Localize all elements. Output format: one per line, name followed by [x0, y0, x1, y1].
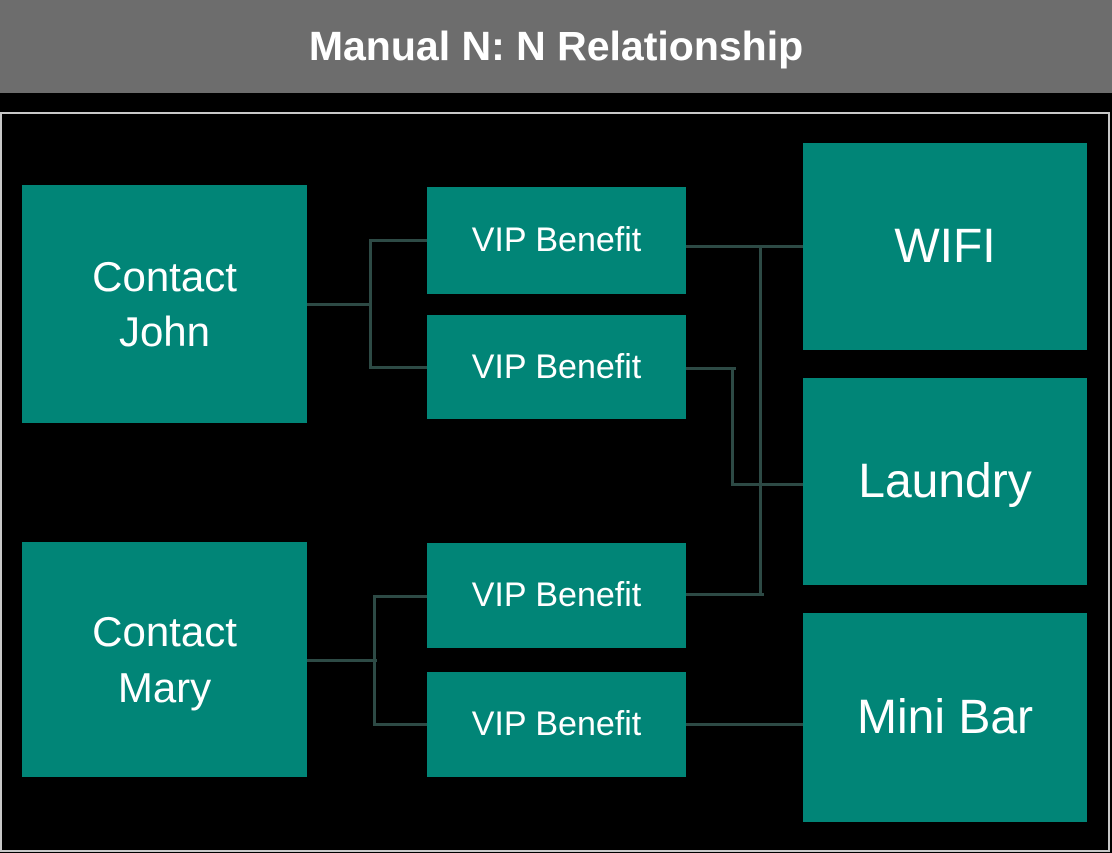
node-label: Mary [117, 663, 212, 711]
node-vip-benefit-4: VIP Benefit [427, 672, 686, 777]
node-label: WIFI [894, 219, 996, 273]
node-vip-benefit-2: VIP Benefit [427, 315, 686, 419]
node-laundry: Laundry [803, 378, 1087, 585]
connector-segment [369, 239, 372, 369]
node-label: VIP Benefit [471, 347, 642, 386]
connector-segment [731, 367, 734, 486]
connector-segment [686, 245, 803, 248]
node-vip-benefit-1: VIP Benefit [427, 187, 686, 294]
node-label: Contact [92, 608, 237, 656]
connector-segment [307, 303, 372, 306]
node-label: Contact [92, 252, 237, 300]
node-label: VIP Benefit [471, 221, 642, 260]
node-vip-benefit-3: VIP Benefit [427, 543, 686, 648]
node-label: John [118, 308, 211, 355]
node-label: VIP Benefit [471, 705, 642, 744]
title-bar: Manual N: N Relationship [0, 0, 1112, 93]
connector-segment [686, 723, 803, 726]
connector-segment [373, 595, 427, 598]
node-wifi: WIFI [803, 143, 1087, 350]
connector-segment [369, 239, 427, 242]
connector-segment [307, 659, 377, 662]
node-label: Laundry [858, 454, 1032, 508]
connector-segment [369, 366, 427, 369]
node-label: VIP Benefit [471, 576, 642, 615]
connector-segment [759, 245, 762, 596]
connector-segment [373, 595, 376, 726]
connector-segment [373, 723, 427, 726]
node-label: Mini Bar [856, 690, 1034, 744]
page-title: Manual N: N Relationship [308, 23, 804, 69]
connector-segment [731, 483, 803, 486]
connector-segment [686, 367, 736, 370]
connector-segment [686, 593, 764, 596]
node-mini-bar: Mini Bar [803, 613, 1087, 822]
